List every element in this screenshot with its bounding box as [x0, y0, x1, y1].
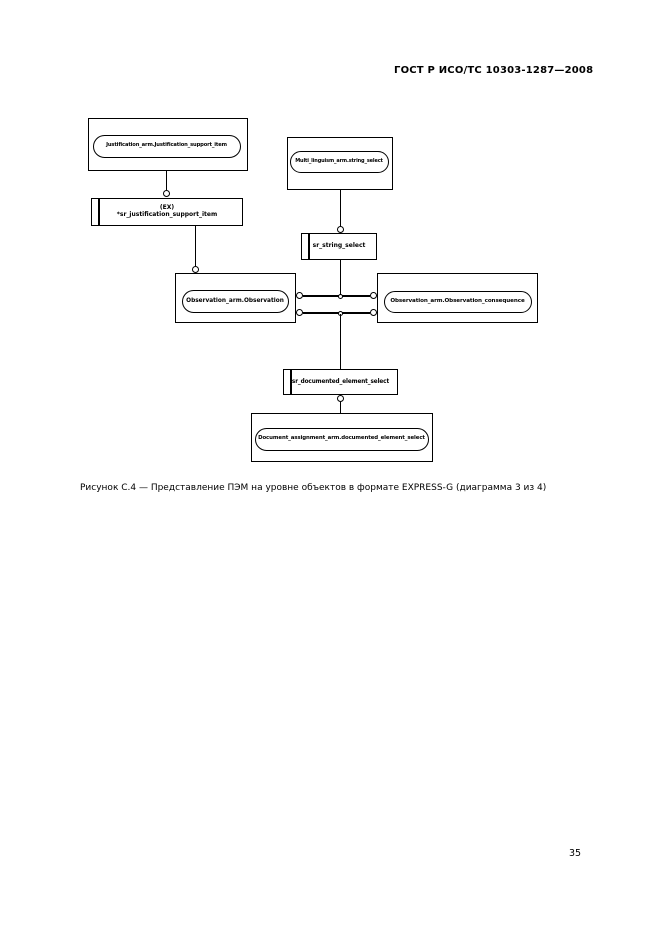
connector-line [339, 402, 341, 413]
select-type-double-line [290, 370, 292, 394]
connection-circle [370, 292, 377, 299]
standard-header: ГОСТ Р ИСО/ТС 10303-1287—2008 [394, 65, 594, 76]
connector-line [165, 171, 167, 190]
node-observation: Observation_arm.Observation [175, 273, 296, 323]
node-label: Observation_arm.Observation_consequence [390, 298, 525, 305]
node-label: sr_documented_element_select [291, 378, 390, 385]
connector-line [339, 260, 341, 296]
node-sr-documented-element-select: sr_documented_element_select [283, 369, 398, 395]
connector-line [339, 190, 341, 226]
connector-line [303, 295, 370, 297]
connection-circle [296, 292, 303, 299]
node-label: Observation_arm.Observation [186, 297, 284, 304]
node-documented-element-select: Document_assignment_arm.documented_eleme… [251, 413, 433, 462]
node-multi-linguism-string-select: Multi_linguism_arm.string_select [287, 137, 393, 190]
node-sr-string-select: sr_string_select [301, 233, 377, 260]
connector-line [303, 312, 370, 314]
connection-circle [192, 266, 199, 273]
node-label: Document_assignment_arm.documented_eleme… [258, 435, 425, 442]
node-sr-justification-support-item-select: (EX) *sr_justification_support_item [91, 198, 243, 226]
junction-circle [338, 293, 343, 299]
page-number: 35 [569, 848, 582, 859]
connector-line [339, 314, 341, 369]
connector-line [194, 226, 196, 266]
node-label: Justification_arm.Justification_support_… [106, 142, 227, 149]
connection-circle [296, 309, 303, 316]
node-observation-consequence: Observation_arm.Observation_consequence [377, 273, 538, 323]
node-label: Multi_linguism_arm.string_select [295, 157, 383, 164]
node-justification-support-item: Justification_arm.Justification_support_… [88, 118, 248, 171]
connection-circle [337, 395, 344, 402]
node-label: sr_string_select [312, 242, 366, 250]
connection-circle [337, 226, 344, 233]
select-type-double-line [98, 199, 100, 225]
node-label: *sr_justification_support_item [116, 211, 218, 218]
connection-circle [370, 309, 377, 316]
extensible-tag: (EX) [159, 204, 175, 212]
figure-caption: Рисунок С.4 — Представление ПЭМ на уровн… [80, 483, 547, 493]
select-type-double-line [308, 234, 310, 259]
connection-circle [163, 190, 170, 197]
